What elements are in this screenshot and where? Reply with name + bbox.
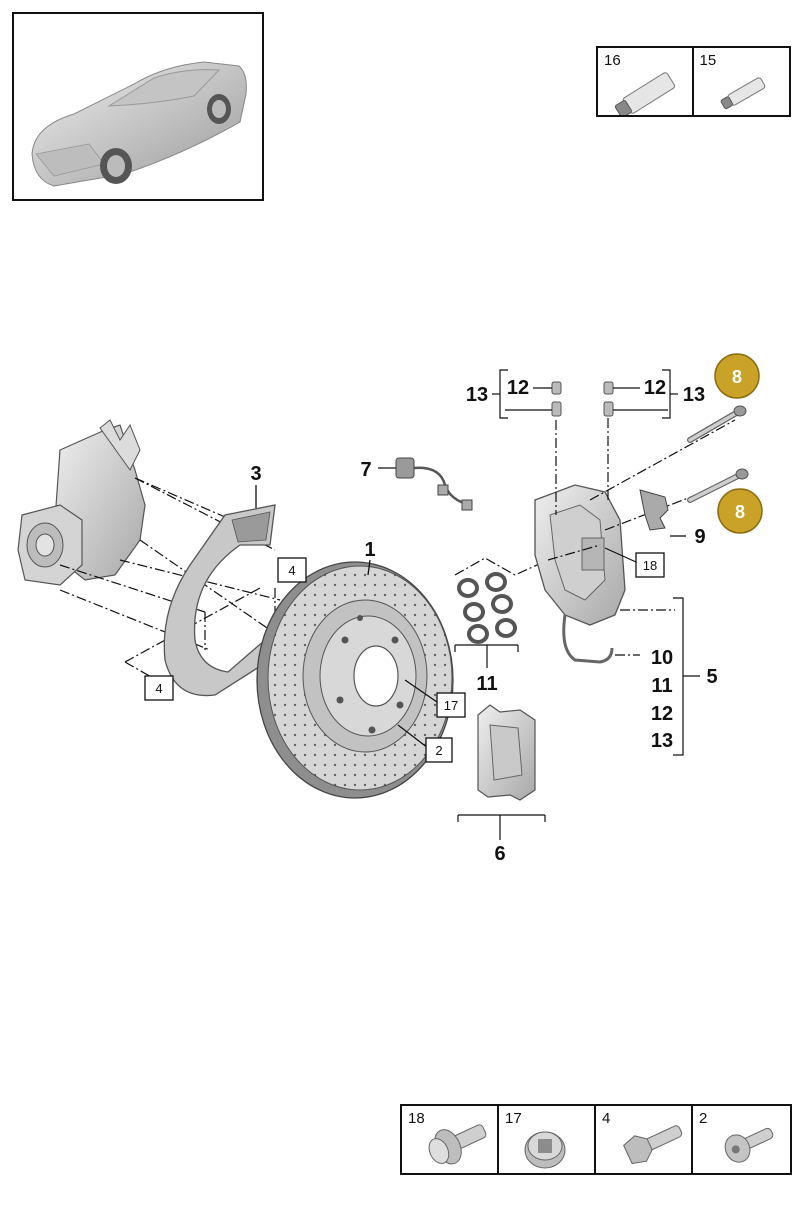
callout-12-left[interactable]: 12 (507, 377, 529, 399)
tube-icon (614, 72, 676, 115)
flange-bolt-icon (428, 1124, 487, 1165)
callout-1[interactable]: 1 (364, 539, 375, 561)
ref-box-17[interactable]: 17 (436, 692, 466, 718)
legend-top: 16 15 (596, 46, 791, 117)
legend-bottom: 18 17 4 2 (400, 1104, 792, 1175)
ref-box-4-lower[interactable]: 4 (144, 675, 174, 701)
callout-3[interactable]: 3 (250, 463, 261, 485)
legend-item-17[interactable]: 17 (499, 1106, 596, 1173)
callout-5[interactable]: 5 (706, 666, 717, 688)
callout-13-left[interactable]: 13 (466, 384, 488, 406)
legend-item-4[interactable]: 4 (596, 1106, 693, 1173)
brake-pads[interactable] (477, 704, 536, 801)
piston-seals[interactable] (457, 572, 517, 644)
vehicle-overview-box (12, 12, 264, 201)
wheel-carrier[interactable] (17, 419, 146, 586)
callout-group5-12[interactable]: 12 (651, 703, 673, 725)
badge-8-lower[interactable]: 8 (717, 488, 763, 534)
badge-8-upper[interactable]: 8 (714, 353, 760, 399)
ref-box-18[interactable]: 18 (635, 552, 665, 578)
callout-group5-13[interactable]: 13 (651, 730, 673, 752)
countersunk-screw-icon (724, 1127, 774, 1163)
bleed-valve-right[interactable] (603, 381, 614, 417)
callout-7[interactable]: 7 (360, 459, 371, 481)
ref-box-2[interactable]: 2 (425, 737, 453, 763)
ref-label: 18 (643, 558, 657, 573)
callout-group5-10[interactable]: 10 (651, 647, 673, 669)
ref-label: 4 (155, 681, 162, 696)
callout-12-right[interactable]: 12 (644, 377, 666, 399)
bleed-valve-left[interactable] (551, 381, 562, 417)
legend-number: 17 (505, 1110, 522, 1127)
badge-circle (717, 488, 763, 534)
caliper-bolt-lower[interactable] (687, 468, 749, 503)
ref-label: 2 (435, 743, 442, 758)
callout-13-right[interactable]: 13 (683, 384, 705, 406)
legend-number: 4 (602, 1110, 611, 1127)
legend-number: 15 (699, 52, 717, 69)
brackets-bleed (492, 369, 678, 419)
brake-caliper[interactable] (534, 484, 626, 664)
socket-screw-icon (524, 1131, 566, 1169)
legend-number: 18 (408, 1110, 425, 1127)
callout-group5-11[interactable]: 11 (651, 675, 672, 697)
badge-label: 8 (732, 367, 742, 387)
hex-bolt-icon (623, 1125, 683, 1165)
brake-disc[interactable] (256, 561, 454, 799)
legend-number: 16 (604, 52, 621, 69)
bracket-caliper-set (673, 597, 700, 756)
badge-circle (714, 353, 760, 399)
legend-item-15[interactable]: 15 (694, 48, 789, 115)
callout-6[interactable]: 6 (494, 843, 505, 865)
ref-label: 17 (444, 698, 458, 713)
anti-rattle-spring[interactable] (639, 489, 669, 531)
leader-lines-disc (367, 559, 438, 749)
small-tube-icon (720, 77, 765, 110)
legend-item-2[interactable]: 2 (693, 1106, 790, 1173)
legend-item-16[interactable]: 16 (598, 48, 694, 115)
bracket-pads (457, 814, 546, 840)
bracket-seals (454, 557, 549, 668)
vehicle-illustration (31, 61, 247, 187)
leader-line-18 (604, 547, 637, 563)
legend-number: 2 (699, 1110, 708, 1127)
badge-label: 8 (735, 502, 745, 522)
ref-label: 4 (288, 563, 295, 578)
pad-wear-sensor[interactable] (378, 457, 473, 511)
callout-11-seals[interactable]: 11 (476, 673, 497, 695)
caliper-bolt-upper[interactable] (687, 405, 747, 443)
legend-item-18[interactable]: 18 (402, 1106, 499, 1173)
callout-9[interactable]: 9 (694, 526, 705, 548)
ref-box-4-upper[interactable]: 4 (277, 557, 307, 583)
